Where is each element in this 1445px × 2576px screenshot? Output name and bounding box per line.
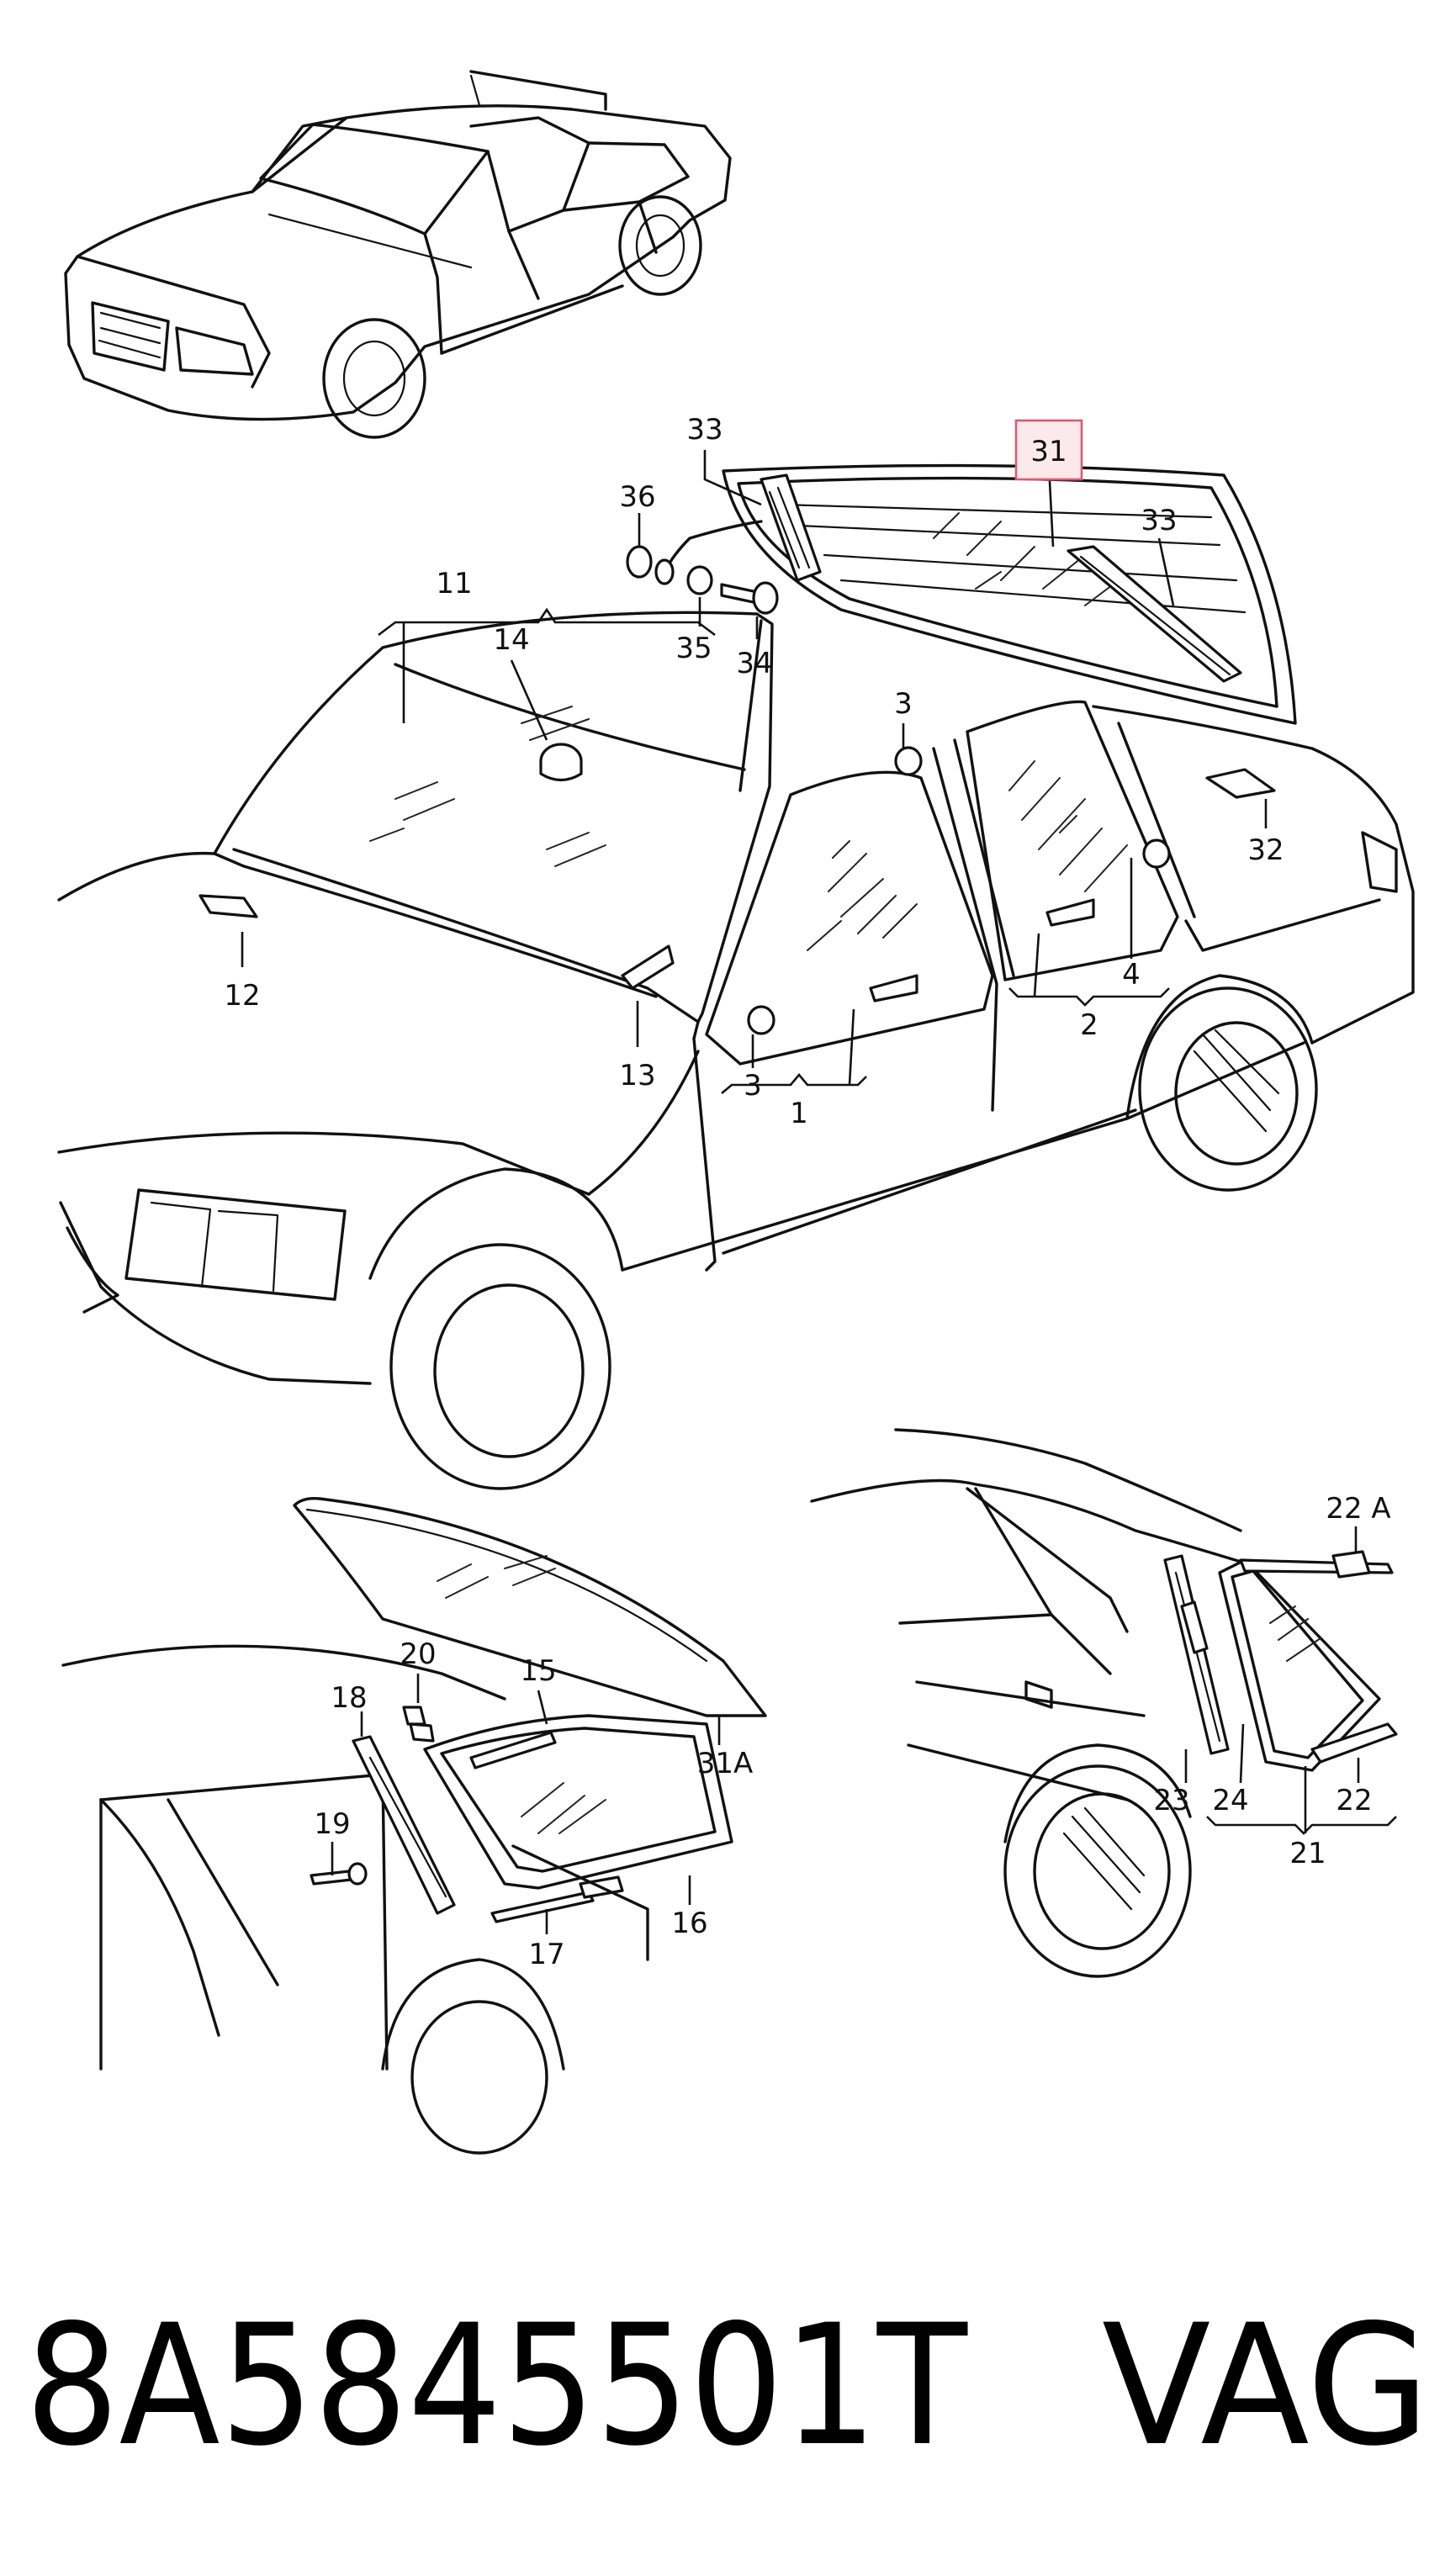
callout-22a: 22 A — [1326, 1492, 1390, 1526]
callout-35: 35 — [675, 632, 712, 665]
leader-lines — [241, 450, 1397, 1934]
callout-21: 21 — [1289, 1837, 1326, 1870]
callout-14: 14 — [493, 623, 529, 657]
callout-33-right: 33 — [1141, 504, 1177, 537]
callout-31: 31 — [1030, 435, 1067, 468]
callout-18: 18 — [331, 1681, 367, 1715]
callout-16: 16 — [671, 1907, 707, 1940]
callout-32: 32 — [1247, 833, 1284, 867]
rear-quarter-view-left — [61, 1496, 767, 2155]
brand-name: VAG — [1102, 2288, 1430, 2483]
small-detail-parts — [198, 743, 1276, 1035]
overview-car — [64, 70, 732, 439]
main-car — [57, 611, 1415, 1490]
callout-31a: 31A — [697, 1747, 754, 1780]
callout-17: 17 — [528, 1938, 564, 1971]
callout-22: 22 — [1336, 1784, 1372, 1817]
callout-2: 2 — [1080, 1008, 1098, 1042]
rear-quarter-view-right — [810, 1428, 1398, 1978]
callout-23: 23 — [1153, 1784, 1189, 1817]
rear-window-part-31 — [626, 463, 1297, 725]
callout-36: 36 — [619, 480, 655, 514]
callout-3-upper: 3 — [894, 687, 913, 721]
callout-34: 34 — [736, 647, 772, 680]
callout-24: 24 — [1212, 1784, 1248, 1817]
part-number: 8A5845501T — [25, 2288, 968, 2483]
callout-12: 12 — [224, 979, 260, 1013]
callout-31-highlight — [1014, 419, 1083, 481]
callout-11: 11 — [436, 567, 472, 600]
callout-13: 13 — [619, 1059, 655, 1092]
callout-4: 4 — [1122, 958, 1141, 992]
callout-20: 20 — [400, 1637, 436, 1671]
callout-1: 1 — [790, 1097, 808, 1130]
callout-labels: 31 33 33 36 35 34 11 14 12 13 3 3 1 4 2 … — [224, 413, 1390, 1971]
callout-19: 19 — [314, 1807, 350, 1841]
callout-15: 15 — [520, 1654, 556, 1688]
callout-33-left: 33 — [686, 413, 722, 447]
caption: 8A5845501T VAG — [25, 2288, 1430, 2483]
callout-3-lower: 3 — [744, 1069, 762, 1103]
